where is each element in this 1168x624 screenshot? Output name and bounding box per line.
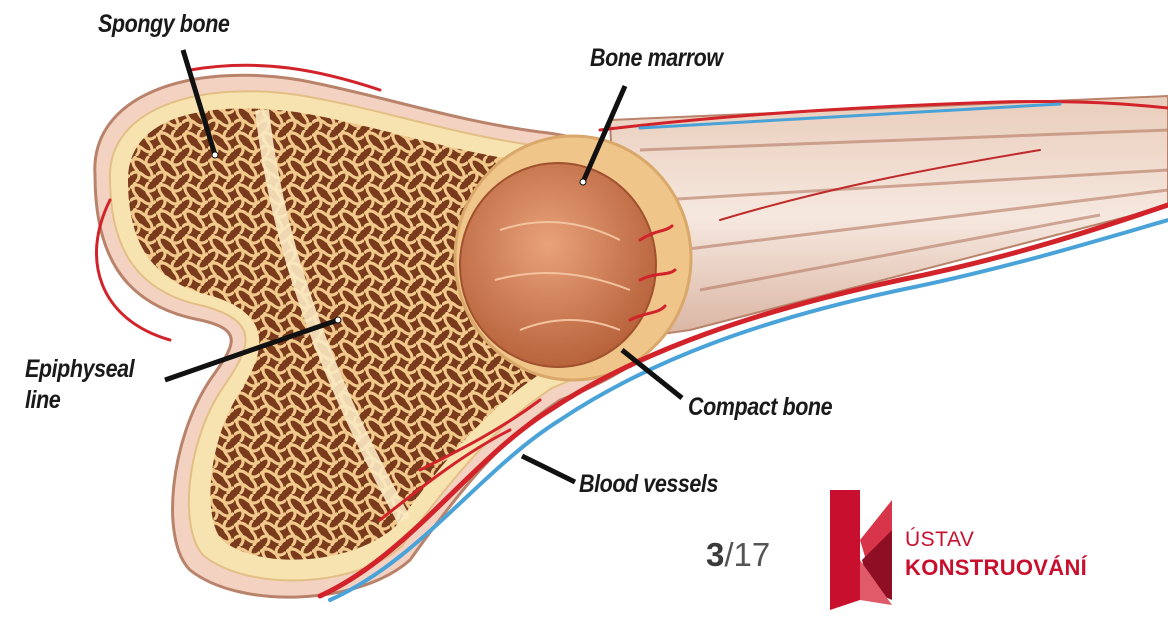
bone-marrow-marker (580, 179, 586, 185)
label-bone-marrow: Bone marrow (590, 44, 723, 72)
label-epiphyseal-line-2: line (25, 386, 60, 414)
logo-k-icon (830, 490, 892, 610)
spongy-bone-marker (212, 152, 218, 158)
page-indicator: 3/17 (706, 536, 770, 574)
label-blood-vessels: Blood vessels (579, 470, 718, 498)
label-epiphyseal-line-1: Epiphyseal (25, 355, 134, 383)
bone-marrow-region (455, 136, 691, 380)
logo-text-line2: KONSTRUOVÁNÍ (905, 555, 1087, 581)
epiphyseal-line-marker (335, 317, 341, 323)
bone-shaft (610, 96, 1168, 340)
label-spongy-bone: Spongy bone (98, 10, 229, 38)
label-compact-bone: Compact bone (688, 393, 832, 421)
page-current: 3 (706, 536, 724, 573)
logo-text-line1: ÚSTAV (905, 528, 974, 552)
page-total: /17 (724, 536, 770, 573)
